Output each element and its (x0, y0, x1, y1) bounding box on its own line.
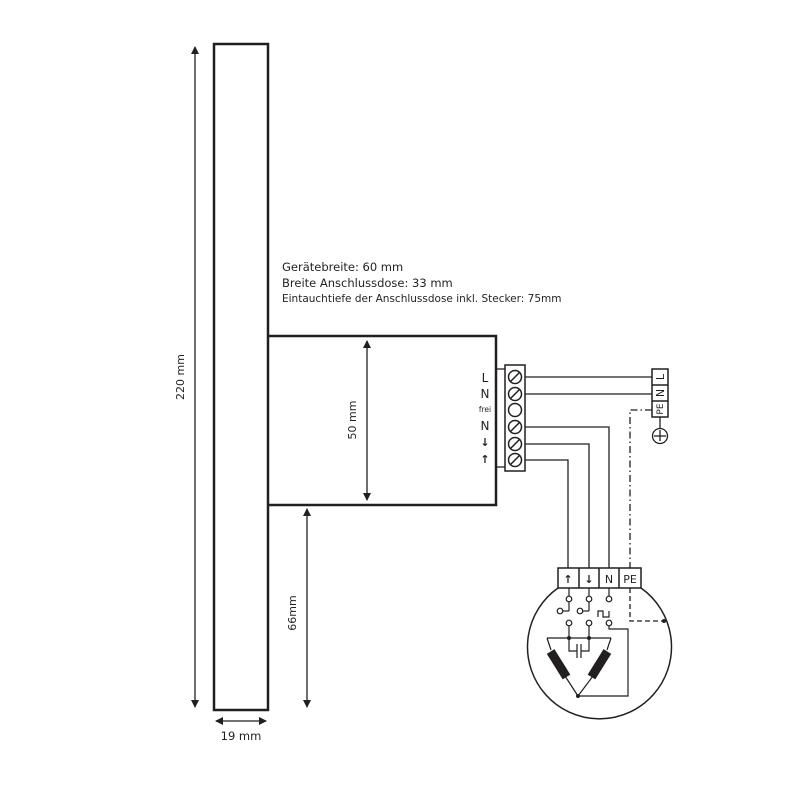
junction-box (268, 334, 498, 507)
motor-symbol (526, 587, 673, 720)
terminal-block (504, 364, 526, 472)
mains-connector: L N PE (651, 368, 669, 428)
device-profile (212, 42, 270, 712)
motor-label-down: ↓ (584, 573, 593, 586)
terminal-label-up: ↑ (480, 453, 489, 466)
note-junction-box-width: Breite Anschlussdose: 33 mm (282, 276, 453, 290)
terminal-label-down: ↓ (480, 436, 489, 449)
mains-label-L: L (654, 373, 667, 380)
specification-notes: Gerätebreite: 60 mm Breite Anschlussdose… (282, 259, 561, 308)
motor-label-PE: PE (623, 573, 637, 586)
mains-label-PE: PE (656, 403, 666, 414)
motor-connector: ↑ ↓ N PE (557, 567, 642, 589)
label-19mm: 19 mm (221, 729, 262, 743)
note-insertion-depth: Eintauchtiefe der Anschlussdose inkl. St… (282, 293, 562, 305)
pe-wire (629, 409, 652, 568)
terminal-label-N2: N (481, 419, 490, 433)
terminal-label-N1: N (481, 387, 490, 401)
label-50mm: 50 mm (346, 401, 359, 440)
label-220mm: 220 mm (174, 354, 187, 400)
note-device-width: Gerätebreite: 60 mm (282, 260, 404, 274)
motor-label-up: ↑ (563, 573, 572, 586)
label-66mm: 66mm (286, 595, 299, 630)
mains-wires (525, 376, 652, 568)
terminal-label-frei: frei (479, 405, 491, 414)
ground-icon (651, 427, 669, 445)
terminal-labels: L N frei N ↓ ↑ (479, 371, 491, 466)
mains-label-N: N (654, 389, 667, 397)
terminal-label-L: L (482, 371, 489, 385)
motor-label-N: N (605, 573, 613, 586)
